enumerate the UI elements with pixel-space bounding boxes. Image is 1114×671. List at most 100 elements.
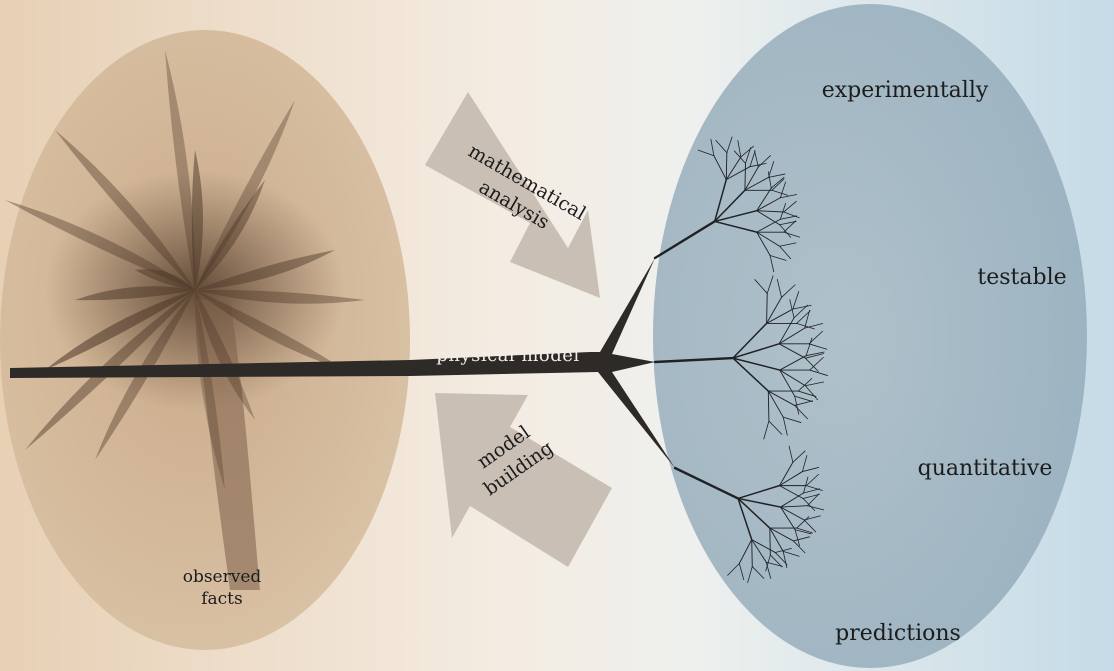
branch-line — [756, 210, 785, 213]
mathematical-analysis-arrow — [425, 92, 600, 298]
branch-line — [756, 218, 781, 233]
branch-line — [769, 255, 775, 273]
branch-line — [804, 323, 824, 329]
branch-line — [803, 488, 821, 494]
branch-line — [792, 450, 806, 463]
branch-line — [778, 327, 806, 345]
branch-line — [713, 220, 758, 233]
branch-line — [768, 161, 775, 178]
branch-line — [732, 322, 768, 359]
branch-line — [780, 492, 804, 508]
branch-line — [715, 139, 728, 154]
branch-line — [794, 395, 813, 402]
testable-label: testable — [977, 265, 1066, 290]
branch-line — [797, 390, 817, 397]
branch-line — [779, 355, 807, 371]
branch-line — [733, 150, 746, 164]
branch-line — [754, 279, 768, 294]
branch-line — [732, 343, 780, 359]
branch-line — [725, 152, 728, 181]
branch-line — [796, 516, 810, 529]
branch-line — [737, 497, 753, 541]
branch-line — [783, 211, 800, 219]
branch-line — [779, 215, 798, 220]
experimentally-label: experimentally — [822, 78, 989, 103]
branch-line — [809, 356, 824, 371]
observed-facts-foliage — [5, 50, 365, 590]
branch-line — [793, 304, 809, 319]
branch-line — [766, 292, 768, 324]
branch-line — [770, 176, 785, 189]
predictions-label: predictions — [835, 621, 961, 646]
branch-line — [780, 505, 808, 508]
leaf-shape — [55, 130, 195, 290]
branch-line — [751, 539, 753, 567]
branch-line — [779, 242, 797, 247]
branch-line — [744, 166, 759, 191]
branch-line — [751, 566, 765, 579]
branch-line — [769, 255, 787, 261]
branch-line — [802, 493, 820, 499]
branch-line — [768, 420, 783, 435]
branch-line — [713, 155, 727, 181]
branch-line — [793, 536, 810, 542]
branch-line — [756, 231, 781, 247]
branch-line — [779, 369, 796, 397]
branch-line — [732, 357, 770, 392]
branch-line — [794, 405, 808, 420]
branch-line — [767, 390, 796, 406]
quantitative-label: quantitative — [918, 456, 1053, 481]
branch-line — [737, 140, 742, 158]
branch-line — [740, 145, 754, 158]
branch-line — [725, 156, 742, 181]
branch-line — [769, 554, 783, 568]
branch-line — [792, 290, 800, 310]
branch-line — [802, 455, 808, 472]
branch-line — [725, 166, 751, 181]
branch-line — [713, 189, 746, 223]
branch-line — [805, 337, 813, 357]
leaf-shape — [195, 180, 265, 290]
branch-line — [809, 369, 828, 376]
branch-line — [737, 497, 782, 508]
branch-line — [744, 162, 746, 191]
branch-line — [794, 529, 800, 547]
branch-line — [779, 369, 806, 387]
branch-line — [778, 317, 795, 345]
branch-line — [766, 275, 774, 294]
predictions-ellipse — [653, 4, 1087, 668]
branch-line — [673, 466, 740, 500]
branch-line — [771, 189, 789, 196]
branch-line — [779, 245, 792, 260]
branch-line — [769, 527, 794, 542]
branch-line — [794, 529, 812, 535]
branch-line — [756, 231, 771, 256]
branch-line — [757, 155, 771, 168]
leaf-shape — [195, 250, 335, 290]
branch-line — [782, 416, 788, 436]
branch-line — [797, 377, 813, 392]
leaf-shape — [135, 269, 195, 290]
branch-line — [779, 221, 797, 226]
branch-line — [767, 390, 770, 422]
branch-line — [804, 381, 824, 387]
branch-line — [710, 138, 715, 157]
branch-line — [804, 385, 818, 401]
leaf-shape — [191, 150, 203, 290]
branch-line — [727, 563, 740, 576]
branch-line — [779, 485, 804, 499]
branch-line — [781, 284, 796, 298]
branch-line — [782, 550, 800, 557]
branch-line — [726, 136, 733, 154]
branch-line — [738, 563, 745, 580]
leaf-shape — [195, 290, 255, 420]
branch-line — [767, 390, 784, 418]
branch-line — [776, 278, 782, 298]
leaf-shape — [195, 100, 295, 290]
branch-line — [769, 527, 784, 552]
model-building-arrow — [435, 393, 612, 567]
branch-line — [783, 220, 797, 233]
branch-line — [796, 310, 811, 324]
branch-line — [756, 187, 772, 212]
branch-line — [763, 420, 770, 440]
